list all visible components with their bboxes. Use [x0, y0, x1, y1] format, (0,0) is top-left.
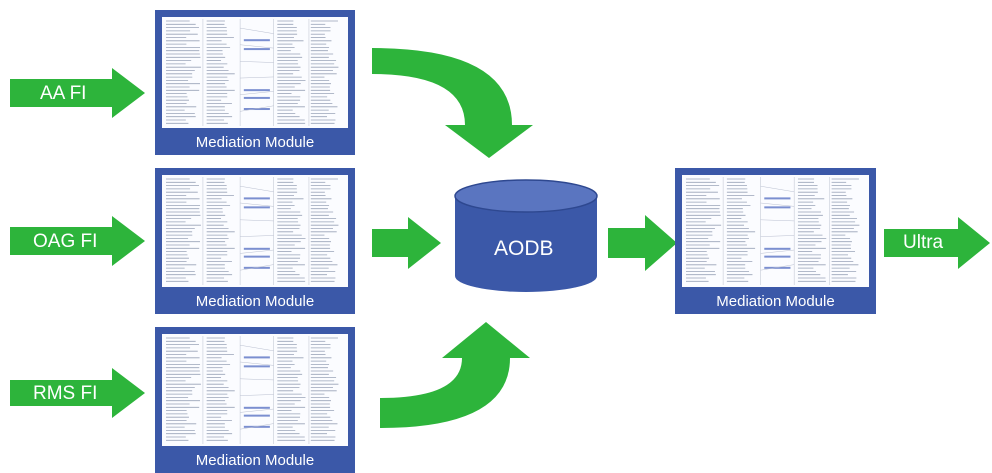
module-screenshot — [162, 334, 348, 446]
mediation-module-label: Mediation Module — [195, 134, 315, 151]
ultra-label: Ultra — [903, 232, 944, 253]
module-screenshot — [682, 175, 869, 287]
mediation-module-oag: Mediation Module — [155, 168, 355, 314]
mediation-module-output: Mediation Module — [675, 168, 876, 314]
mediation-module-aa: Mediation Module — [155, 10, 355, 155]
ultra-output-arrow — [884, 217, 990, 269]
module-screenshot — [162, 17, 348, 128]
rms-fi-label: RMS FI — [33, 383, 98, 404]
aa-fi-input-arrow — [10, 68, 145, 118]
oag-fi-input-arrow — [10, 216, 145, 266]
aodb-to-output-module-arrow — [608, 215, 677, 271]
rms-fi-input-arrow — [10, 368, 145, 418]
mediation-module-label: Mediation Module — [195, 452, 315, 469]
mediation-module-rms: Mediation Module — [155, 327, 355, 473]
aodb-label: AODB — [494, 237, 554, 260]
middle-to-aodb-arrow — [372, 217, 441, 269]
module-screenshot — [162, 175, 348, 287]
mediation-module-label: Mediation Module — [716, 293, 835, 310]
mediation-module-label: Mediation Module — [195, 293, 315, 310]
aodb-database-cylinder — [454, 179, 598, 292]
bottom-curved-arrow — [380, 322, 530, 428]
oag-fi-label: OAG FI — [33, 231, 98, 252]
top-curved-arrow — [372, 48, 533, 158]
aa-fi-label: AA FI — [40, 83, 87, 104]
